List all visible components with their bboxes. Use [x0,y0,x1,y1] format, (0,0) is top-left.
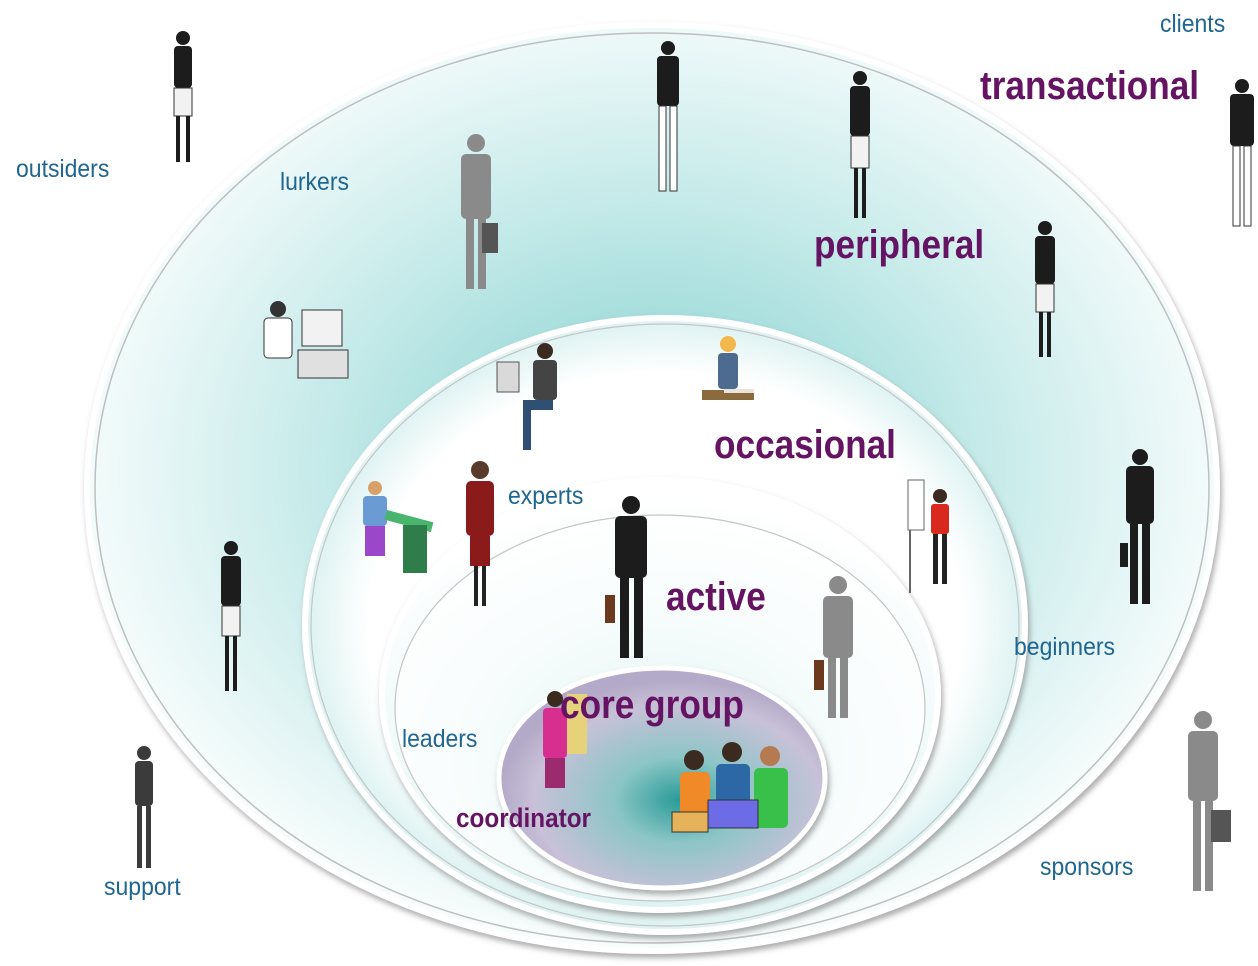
gray-person-icon [461,134,1231,891]
ring-occasional-edge [310,323,1020,927]
role-label-lurkers: lurkers [280,168,350,196]
ring-label-core-group: core group [560,683,744,727]
role-label-clients: clients [1160,10,1226,38]
ring-label-active: active [666,575,766,619]
role-label-support: support [104,873,181,901]
colored-person-icon [263,301,949,833]
role-label-leaders: leaders [402,725,478,753]
role-label-coordinator: coordinator [456,803,592,833]
ring-label-occasional: occasional [714,423,896,467]
role-label-beginners: beginners [1014,633,1116,661]
person-icon [135,31,1254,868]
ring-label-peripheral: peripheral [814,223,985,267]
ring-label-transactional: transactional [980,64,1200,108]
ring-transactional-edge [94,32,1210,944]
role-label-outsiders: outsiders [16,155,110,183]
role-label-experts: experts [508,482,584,510]
role-label-sponsors: sponsors [1040,853,1134,881]
